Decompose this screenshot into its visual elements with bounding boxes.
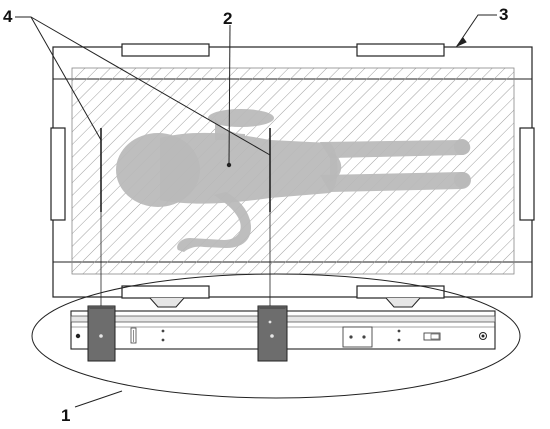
- leader-dot-2: [226, 162, 232, 168]
- right-connector: [385, 297, 421, 308]
- ref-label-3: 3: [499, 5, 508, 24]
- right-side-tab: [519, 127, 535, 221]
- patient-silhouette-icon: [116, 109, 471, 252]
- left-connector: [149, 297, 185, 308]
- electrode-rods: [100, 128, 271, 318]
- rail-assembly: [31, 273, 521, 399]
- ref-label-4: 4: [3, 7, 13, 26]
- top-right-tab: [356, 43, 445, 57]
- rail-ellipse: [31, 273, 521, 399]
- leader-lines: [15, 14, 497, 408]
- left-side-tab: [50, 127, 66, 221]
- sensor-clamp-icon: [87, 305, 116, 362]
- sensor-clamp-icon: [257, 305, 288, 362]
- top-left-tab: [121, 43, 210, 57]
- ref-label-1: 1: [61, 406, 70, 425]
- ref-label-2: 2: [223, 9, 232, 28]
- rail-center-box: [342, 326, 373, 348]
- bottom-left-tab: [121, 285, 210, 299]
